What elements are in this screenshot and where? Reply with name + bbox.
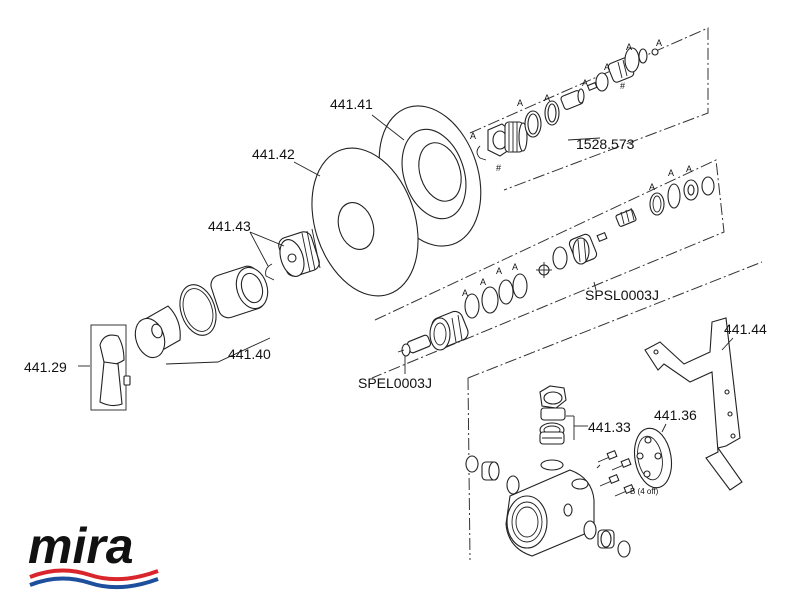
o-ring: [481, 286, 499, 314]
small-pin: [586, 81, 598, 91]
o-ring: [649, 192, 665, 216]
leader-lines: [78, 114, 734, 440]
marker-a: A: [480, 277, 486, 287]
marker-hash: #: [496, 163, 501, 173]
inlet-fittings: [465, 455, 631, 558]
marker-a: A: [512, 262, 518, 272]
spel0003j-spindle: [397, 334, 432, 357]
part-441-33-nut-and-olive: [539, 385, 567, 471]
logo-wave-red: [29, 568, 159, 582]
label-441-40: 441.40: [228, 346, 271, 362]
part-441-36-cover-plate: [633, 427, 673, 489]
label-spel0003j: SPEL0003J: [358, 375, 432, 391]
marker-b-4-off: B (4 off): [630, 487, 659, 496]
marker-a: A: [462, 288, 468, 298]
callout-labels: 441.41 441.42 441.43 441.29 441.40 1528.…: [24, 96, 767, 435]
mira-logo-wordmark: mira: [28, 518, 134, 574]
drive-star: [536, 262, 552, 278]
marker-labels: A A A A A A A A A A A A A A # # B (4 off…: [462, 38, 692, 496]
part-441-29-lever-handle: [90, 324, 131, 411]
label-441-44: 441.44: [724, 321, 767, 337]
label-441-33: 441.33: [588, 419, 631, 435]
kit-boundary-1528-573: [469, 27, 709, 191]
cartridge-1528-573-parts: [476, 47, 659, 161]
part-441-43-grooved-hub: [278, 228, 321, 277]
marker-a: A: [517, 98, 523, 108]
label-441-42: 441.42: [252, 146, 295, 162]
small-pin: [596, 232, 608, 242]
thermostatic-core: [568, 233, 598, 265]
part-441-43-clip: [265, 263, 275, 281]
label-441-36: 441.36: [654, 407, 697, 423]
small-washer: [651, 48, 659, 56]
o-ring-inner: [527, 113, 539, 135]
part-441-44-mounting-bracket: [644, 317, 743, 491]
part-441-40-o-ring: [179, 284, 217, 336]
mira-logo: mira: [24, 515, 174, 595]
label-441-29: 441.29: [24, 359, 67, 375]
label-spsl0003j: SPSL0003J: [585, 287, 659, 303]
part-441-40-collar: [210, 265, 269, 319]
o-ring: [595, 72, 609, 92]
spring: [615, 207, 637, 227]
marker-hash: #: [620, 81, 625, 91]
o-ring: [512, 273, 528, 299]
marker-a: A: [626, 42, 632, 52]
marker-a: A: [649, 182, 655, 192]
label-441-43: 441.43: [208, 218, 251, 234]
o-ring: [464, 293, 480, 319]
part-441-40-cap: [134, 305, 181, 359]
spsl0003j-kit-parts: [429, 176, 715, 351]
label-441-41: 441.41: [330, 96, 373, 112]
o-ring: [701, 176, 715, 196]
logo-wave-blue: [29, 576, 159, 590]
sleeve: [560, 88, 585, 110]
marker-a: A: [582, 78, 588, 88]
marker-a: A: [470, 131, 476, 141]
marker-a: A: [668, 168, 674, 178]
marker-a: A: [544, 93, 550, 103]
threaded-spindle-body: [504, 121, 528, 153]
marker-a: A: [496, 266, 502, 276]
cylinder-housing: [429, 310, 469, 351]
valve-body: [505, 469, 595, 557]
marker-a: A: [604, 62, 610, 72]
marker-a: A: [686, 164, 692, 174]
label-1528-573: 1528.573: [576, 136, 635, 152]
o-ring: [552, 246, 568, 270]
marker-a: A: [656, 38, 662, 48]
o-ring: [498, 279, 514, 305]
kit-boundary-spsl0003j: [371, 159, 725, 379]
screws-b: [596, 450, 635, 497]
o-ring-inner: [547, 103, 557, 123]
part-441-42-concealing-plate: [311, 147, 419, 297]
spindle-head: [607, 47, 648, 83]
o-ring: [540, 459, 564, 471]
o-ring: [667, 183, 681, 209]
